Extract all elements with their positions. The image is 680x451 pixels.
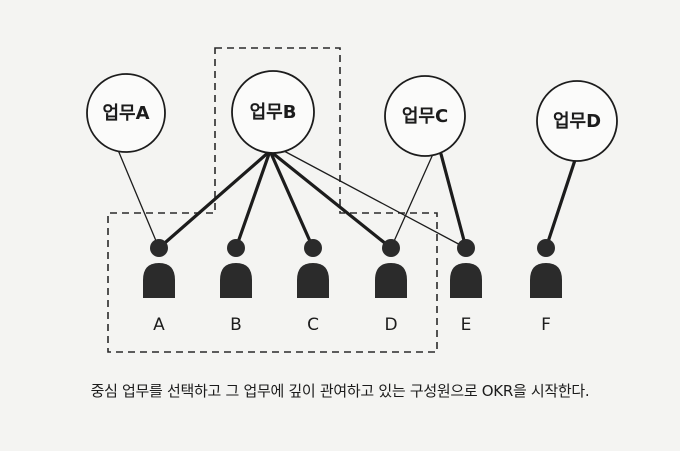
- task-node-c: 업무C: [384, 75, 466, 157]
- person-e: E: [450, 239, 482, 335]
- tasks-layer: 업무A 업무B 업무C 업무D: [86, 70, 618, 162]
- person-label: A: [153, 315, 165, 335]
- person-label: F: [541, 315, 551, 335]
- person-body-icon: [450, 263, 482, 298]
- person-body-icon: [297, 263, 329, 298]
- task-label: 업무B: [250, 102, 297, 123]
- figure-caption: 중심 업무를 선택하고 그 업무에 깊이 관여하고 있는 구성원으로 OKR을 …: [90, 382, 590, 400]
- task-circle: [384, 75, 466, 157]
- link-task-b-person-b: [234, 149, 272, 250]
- task-label: 업무C: [402, 106, 448, 127]
- person-label: C: [307, 315, 319, 335]
- person-body-icon: [530, 263, 562, 298]
- person-head-icon: [304, 239, 322, 257]
- link-task-b-person-d: [268, 149, 393, 250]
- person-head-icon: [150, 239, 168, 257]
- link-task-b-person-a: [157, 149, 272, 250]
- link-task-b-person-e: [283, 150, 467, 249]
- person-head-icon: [227, 239, 245, 257]
- task-circle: [86, 73, 166, 153]
- person-f: F: [530, 239, 562, 335]
- dashed-selection-outline: [107, 47, 438, 353]
- person-head-icon: [457, 239, 475, 257]
- task-circle: [231, 70, 315, 154]
- link-task-c-person-e: [439, 152, 468, 250]
- person-body-icon: [143, 263, 175, 298]
- person-c: C: [297, 239, 329, 335]
- person-head-icon: [537, 239, 555, 257]
- person-label: B: [230, 315, 242, 335]
- person-body-icon: [375, 263, 407, 298]
- links-layer: [117, 149, 577, 250]
- person-d: D: [375, 239, 407, 335]
- task-node-b: 업무B: [231, 70, 315, 154]
- task-label: 업무D: [553, 111, 601, 132]
- people-layer: A B C D E F: [143, 239, 562, 335]
- task-circle: [536, 80, 618, 162]
- person-label: D: [384, 315, 397, 335]
- link-task-d-person-f: [544, 158, 577, 250]
- task-node-a: 업무A: [86, 73, 166, 153]
- person-a: A: [143, 239, 175, 335]
- link-task-c-person-d: [390, 153, 434, 249]
- person-label: E: [461, 315, 472, 335]
- person-b: B: [220, 239, 252, 335]
- person-body-icon: [220, 263, 252, 298]
- link-task-a-person-a: [117, 149, 160, 249]
- task-label: 업무A: [102, 103, 149, 124]
- link-task-b-person-c: [268, 149, 315, 250]
- person-head-icon: [382, 239, 400, 257]
- task-node-d: 업무D: [536, 80, 618, 162]
